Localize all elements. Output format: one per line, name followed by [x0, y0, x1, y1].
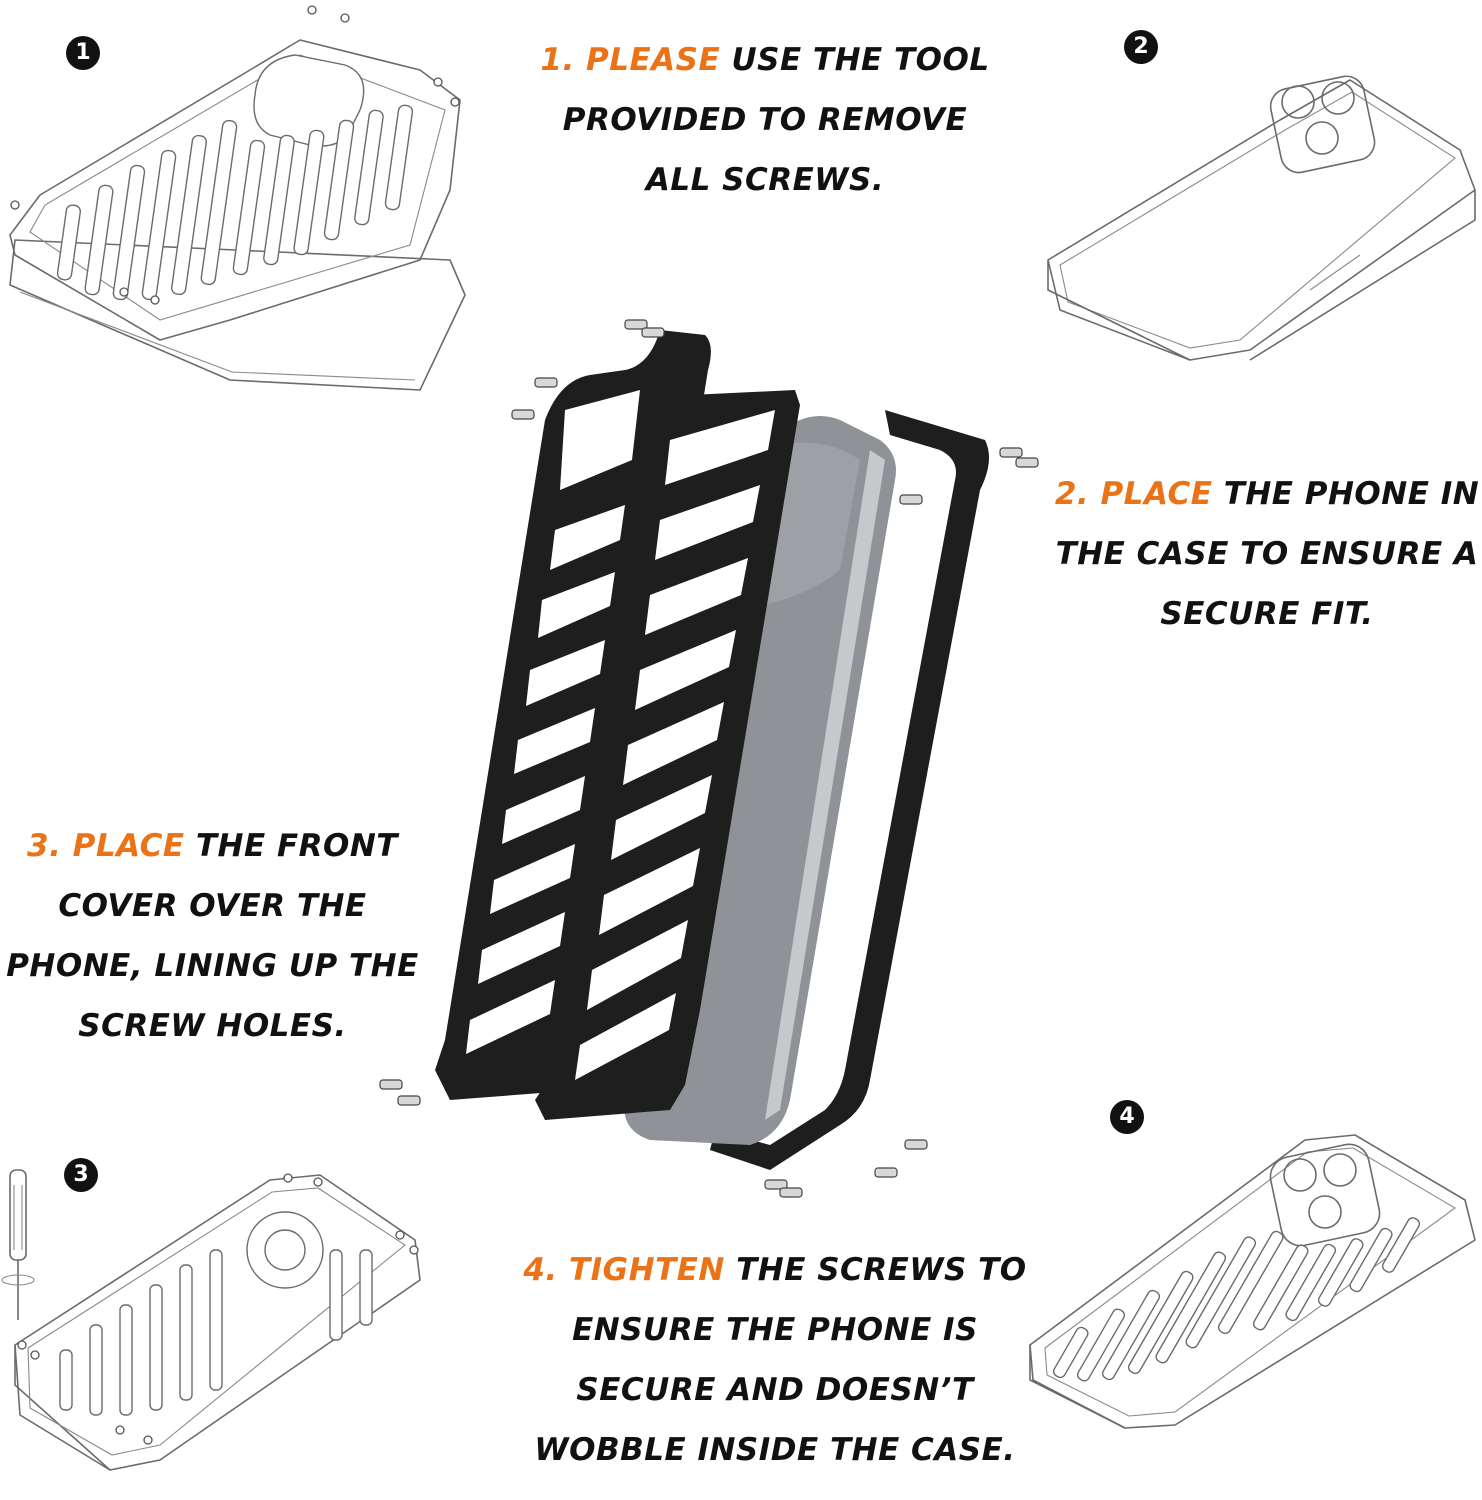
step-number-badge-2: 2 — [1124, 30, 1158, 64]
step-number-badge-4: 4 — [1110, 1100, 1144, 1134]
case-disassembled-illustration — [9, 5, 466, 391]
case-slots — [59, 1249, 373, 1416]
step-3-highlight: 3. PLACE — [27, 828, 185, 864]
step-3-line-4: SCREW HOLES. — [78, 1008, 347, 1044]
step-2-highlight: 2. PLACE — [1054, 476, 1213, 512]
step-1-line-2: PROVIDED TO REMOVE — [562, 102, 968, 138]
front-cover-grille — [435, 330, 800, 1120]
phone-in-case-illustration — [1047, 75, 1476, 361]
step-2-line-3: SECURE FIT. — [1160, 596, 1374, 632]
screw-icon — [10, 5, 460, 305]
step-1-line-3: ALL SCREWS. — [645, 162, 885, 198]
step-3-line-3: PHONE, LINING UP THE — [6, 948, 419, 984]
case-slots — [56, 104, 414, 301]
step-number-badge-3: 3 — [64, 1158, 98, 1192]
screwdriver-icon — [1, 1169, 35, 1320]
screwdriver-assembly-illustration — [1, 1169, 421, 1471]
step-4-highlight: 4. TIGHTEN — [523, 1252, 725, 1288]
step-1-highlight: 1. PLEASE — [540, 42, 721, 78]
screw-icon — [379, 319, 1039, 1198]
step-4-line-2: ENSURE THE PHONE IS — [572, 1312, 978, 1348]
step-4-line-1: THE SCREWS TO — [736, 1252, 1027, 1288]
case-assembled-illustration — [1029, 1134, 1476, 1429]
step-1-instruction: 1. PLEASE USE THE TOOL PROVIDED TO REMOV… — [510, 30, 1020, 210]
step-3-instruction: 3. PLACE THE FRONT COVER OVER THE PHONE,… — [0, 816, 425, 1056]
step-3-line-2: COVER OVER THE — [58, 888, 367, 924]
step-2-instruction: 2. PLACE THE PHONE IN THE CASE TO ENSURE… — [1052, 464, 1482, 644]
step-4-line-4: WOBBLE INSIDE THE CASE. — [534, 1432, 1016, 1468]
case-slots — [1052, 1217, 1421, 1382]
exploded-case-assembly — [379, 319, 1039, 1198]
step-2-line-1: THE PHONE IN — [1223, 476, 1480, 512]
bumper-frame — [710, 410, 989, 1170]
step-3-line-1: THE FRONT — [195, 828, 398, 864]
step-number-badge-1: 1 — [66, 36, 100, 70]
step-4-instruction: 4. TIGHTEN THE SCREWS TO ENSURE THE PHON… — [520, 1240, 1030, 1480]
screw-icon — [17, 1173, 419, 1445]
step-2-line-2: THE CASE TO ENSURE A — [1055, 536, 1479, 572]
step-4-line-3: SECURE AND DOESN’T — [576, 1372, 974, 1408]
step-1-line-1: USE THE TOOL — [731, 42, 990, 78]
